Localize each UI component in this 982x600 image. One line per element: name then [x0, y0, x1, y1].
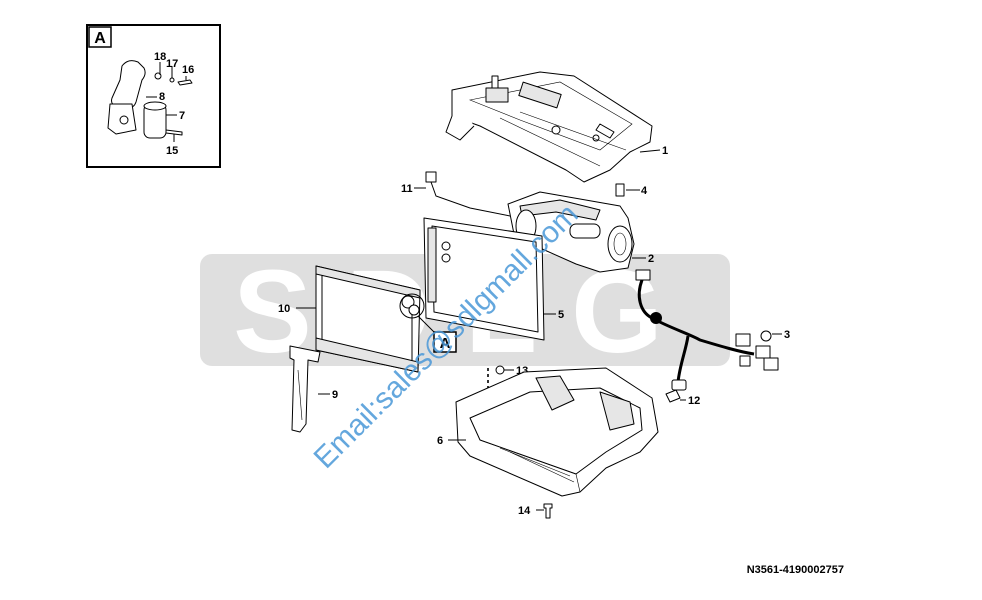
part-label-15: 15	[166, 145, 178, 157]
part-label-18: 18	[154, 51, 166, 63]
nut-part	[495, 365, 514, 375]
part-label-1: 1	[662, 145, 668, 157]
part-label-10: 10	[278, 303, 290, 315]
temperature-sensor	[414, 171, 511, 217]
part-label-16: 16	[182, 64, 194, 76]
callout-a-label: A	[440, 335, 451, 352]
mounting-bracket	[289, 345, 321, 433]
part-label-14: 14	[518, 505, 531, 517]
top-cover-housing	[445, 71, 653, 183]
part-label-9: 9	[332, 389, 338, 401]
evaporator-core	[315, 265, 421, 373]
callout-a: A	[399, 293, 457, 353]
detail-a-inset: A 18 17 16 8 7 15	[86, 24, 221, 168]
part-label-7: 7	[179, 110, 185, 122]
pressure-switch	[665, 379, 687, 403]
part-label-12: 12	[688, 395, 700, 407]
part-label-6: 6	[437, 435, 443, 447]
drawing-number: N3561-4190002757	[746, 564, 844, 576]
lower-housing	[455, 367, 659, 497]
part-label-8: 8	[159, 91, 165, 103]
wiring-harness	[635, 269, 779, 383]
clip-part	[615, 183, 640, 197]
part-label-4: 4	[641, 185, 648, 197]
blower-fan-assembly	[507, 191, 635, 273]
part-label-3: 3	[784, 329, 790, 341]
part-label-2: 2	[648, 253, 654, 265]
heater-core-frame	[423, 217, 545, 341]
screw-part	[536, 503, 553, 519]
detail-a-label: A	[94, 30, 106, 47]
part-label-5: 5	[558, 309, 564, 321]
part-label-17: 17	[166, 58, 178, 70]
part-label-11: 11	[401, 183, 413, 195]
